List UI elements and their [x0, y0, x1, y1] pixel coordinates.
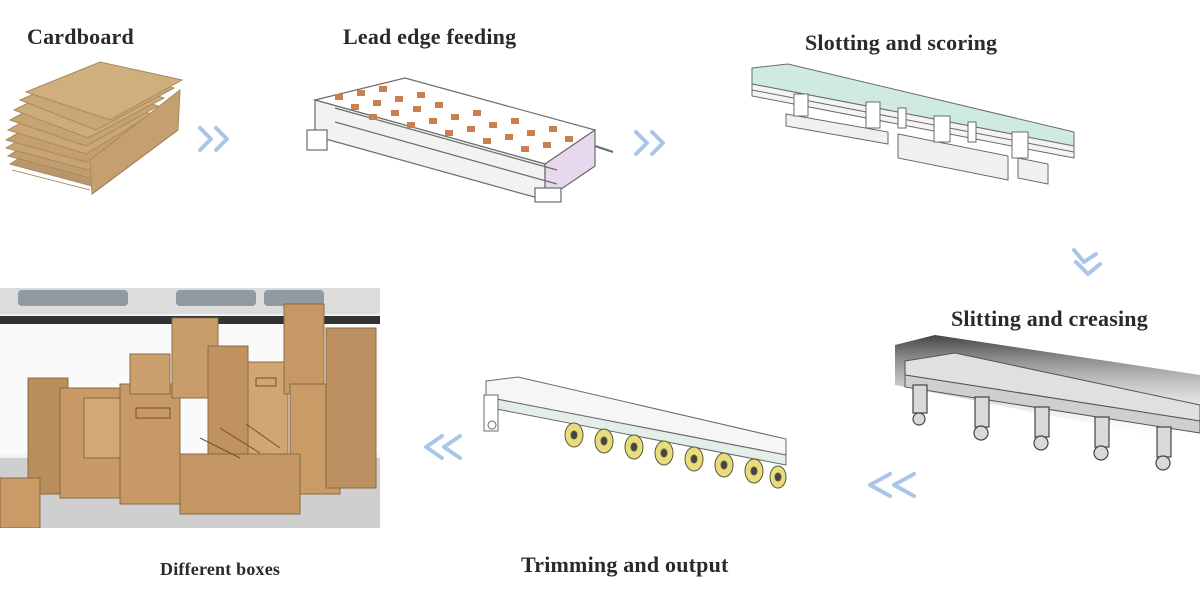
- feeder-unit-image: [295, 60, 615, 210]
- double-chevron-right-icon: [196, 124, 236, 154]
- label-slotting-scoring: Slotting and scoring: [805, 30, 998, 55]
- label-different-boxes: Different boxes: [160, 559, 281, 579]
- double-chevron-right-icon: [632, 128, 672, 158]
- slitting-unit-image: [895, 335, 1200, 490]
- label-lead-edge-feeding: Lead edge feeding: [343, 24, 517, 49]
- cardboard-stack-image: [0, 60, 190, 200]
- label-cardboard: Cardboard: [27, 24, 134, 49]
- double-chevron-left-icon: [420, 432, 470, 462]
- boxes-photo-image: [0, 288, 380, 528]
- double-chevron-left-icon: [864, 470, 924, 500]
- label-trimming-output: Trimming and output: [521, 552, 729, 577]
- roller-conveyor-image: [478, 375, 788, 510]
- label-slitting-creasing: Slitting and creasing: [951, 306, 1148, 331]
- slotting-unit-image: [748, 62, 1078, 197]
- double-chevron-down-icon: [1070, 244, 1110, 280]
